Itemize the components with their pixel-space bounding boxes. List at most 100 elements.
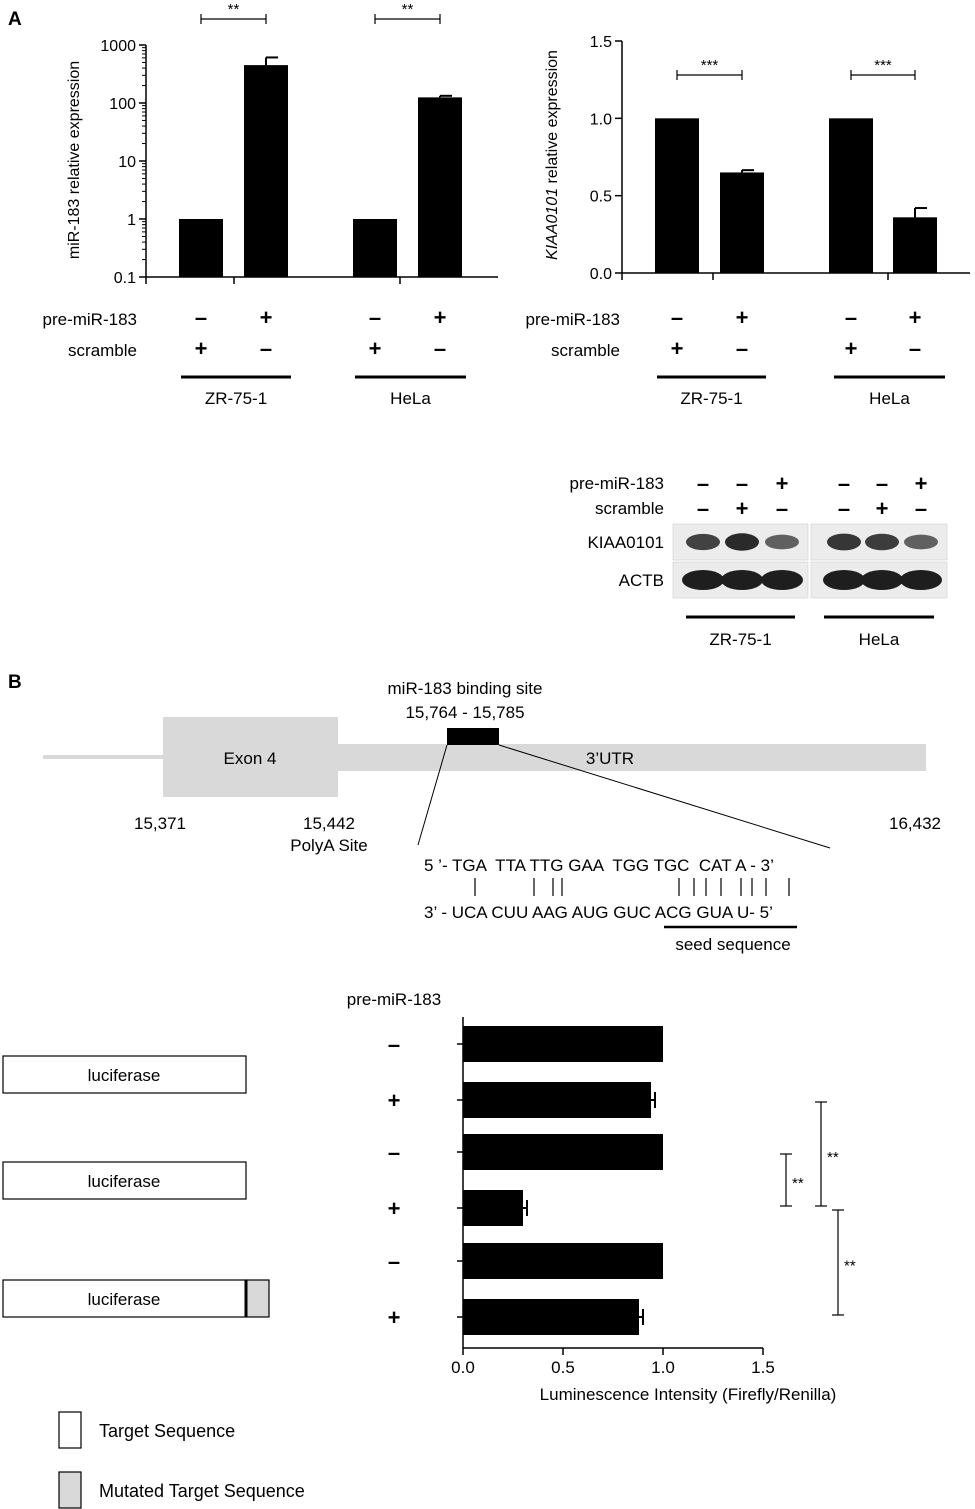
- panel-label-a: A: [8, 9, 22, 30]
- condition-sign: –: [845, 305, 857, 330]
- condition-label: pre-miR-183: [526, 310, 620, 329]
- group-label: HeLa: [859, 630, 900, 649]
- condition-label: scramble: [595, 499, 664, 518]
- binding-site-marker: [447, 728, 499, 745]
- exon-label: Exon 4: [224, 749, 277, 768]
- condition-sign: –: [776, 496, 788, 521]
- condition-sign: +: [388, 1088, 401, 1113]
- group-label: ZR-75-1: [680, 389, 742, 408]
- sequence-top: 5 ’- TGA TTA TTG GAA TGG TGC CAT A - 3’: [424, 856, 774, 875]
- position-end: 16,432: [889, 814, 941, 833]
- position-start: 15,371: [134, 814, 186, 833]
- position-polya: 15,442: [303, 814, 355, 833]
- x-tick-label: 1.5: [751, 1358, 775, 1377]
- construct-label: luciferase: [88, 1066, 161, 1085]
- x-axis-label: Luminescence Intensity (Firefly/Renilla): [540, 1385, 837, 1404]
- condition-sign: –: [697, 471, 709, 496]
- bar: [418, 97, 462, 278]
- row-header: pre-miR-183: [347, 990, 441, 1009]
- condition-sign: –: [671, 305, 683, 330]
- y-tick-label: 0.1: [114, 270, 136, 287]
- condition-sign: –: [915, 496, 927, 521]
- condition-sign: –: [260, 336, 272, 361]
- mutated-target-box: [245, 1279, 270, 1318]
- bar: [463, 1082, 651, 1118]
- group-label: ZR-75-1: [709, 630, 771, 649]
- condition-sign: –: [388, 1249, 400, 1274]
- blot-band: [682, 570, 724, 590]
- significance-label: **: [228, 1, 240, 18]
- condition-sign: –: [434, 336, 446, 361]
- bar: [720, 172, 764, 273]
- bar: [463, 1026, 663, 1062]
- x-tick-label: 1.0: [651, 1358, 675, 1377]
- y-axis-label-rest: relative expression: [544, 50, 561, 188]
- bar: [244, 65, 288, 277]
- condition-sign: +: [671, 336, 684, 361]
- y-tick-label: 0.5: [590, 189, 612, 206]
- blot-band: [761, 570, 803, 590]
- condition-sign: +: [876, 496, 889, 521]
- condition-sign: –: [909, 336, 921, 361]
- blot-band: [827, 533, 861, 551]
- x-tick-label: 0.0: [451, 1358, 475, 1377]
- condition-sign: +: [845, 336, 858, 361]
- bar: [829, 118, 873, 273]
- y-tick-label: 10: [118, 154, 136, 171]
- condition-label: pre-miR-183: [43, 310, 137, 329]
- kiaa0101-expression-chart: KIAA0101 relative expression 0.00.51.01.…: [526, 34, 970, 408]
- condition-sign: –: [736, 471, 748, 496]
- construct-box: [2, 1161, 247, 1200]
- condition-sign: –: [388, 1140, 400, 1165]
- y-tick-label: 1000: [100, 38, 136, 55]
- condition-sign: +: [388, 1305, 401, 1330]
- condition-sign: –: [736, 336, 748, 361]
- bar: [353, 219, 397, 277]
- zoom-line-left: [417, 744, 448, 846]
- legend-swatch: [58, 1471, 82, 1509]
- sequence-bottom: 3’ - UCA CUU AAG AUG GUC ACG GUA U- 5’: [424, 903, 773, 922]
- gene-diagram: miR-183 binding site 15,764 - 15,785 Exo…: [43, 679, 941, 954]
- y-tick-label: 0.0: [590, 266, 612, 283]
- construct-label: luciferase: [88, 1172, 161, 1191]
- condition-label: scramble: [551, 341, 620, 360]
- condition-sign: +: [388, 1196, 401, 1221]
- y-tick-label: 1.5: [590, 34, 612, 51]
- condition-sign: –: [388, 1032, 400, 1057]
- blot-band: [686, 533, 720, 551]
- bar: [179, 219, 223, 277]
- condition-sign: –: [838, 496, 850, 521]
- bar: [463, 1134, 663, 1170]
- group-label: HeLa: [390, 389, 431, 408]
- condition-sign: –: [369, 305, 381, 330]
- y-axis-label: miR-183 relative expression: [66, 61, 83, 259]
- group-label: HeLa: [869, 389, 910, 408]
- significance-label: **: [402, 1, 414, 18]
- legend-swatch: [58, 1411, 82, 1449]
- condition-sign: +: [736, 305, 749, 330]
- condition-sign: +: [736, 496, 749, 521]
- binding-site-title: miR-183 binding site: [388, 679, 543, 698]
- base-pair-lines: [474, 878, 790, 896]
- exon-box: [163, 717, 338, 797]
- blot-band: [861, 570, 903, 590]
- binding-site-range: 15,764 - 15,785: [405, 703, 524, 722]
- bar: [893, 217, 937, 273]
- x-tick-label: 0.5: [551, 1358, 575, 1377]
- condition-sign: –: [876, 471, 888, 496]
- condition-sign: –: [195, 305, 207, 330]
- panel-label-b: B: [8, 672, 22, 693]
- construct-box: [2, 1279, 247, 1318]
- polya-label: PolyA Site: [290, 836, 368, 855]
- legend-label: Mutated Target Sequence: [99, 1481, 305, 1501]
- bar: [463, 1243, 663, 1279]
- blot-band: [900, 570, 942, 590]
- condition-sign: +: [915, 471, 928, 496]
- construct-box: [2, 1055, 247, 1094]
- condition-sign: +: [195, 336, 208, 361]
- significance-label: **: [792, 1175, 804, 1192]
